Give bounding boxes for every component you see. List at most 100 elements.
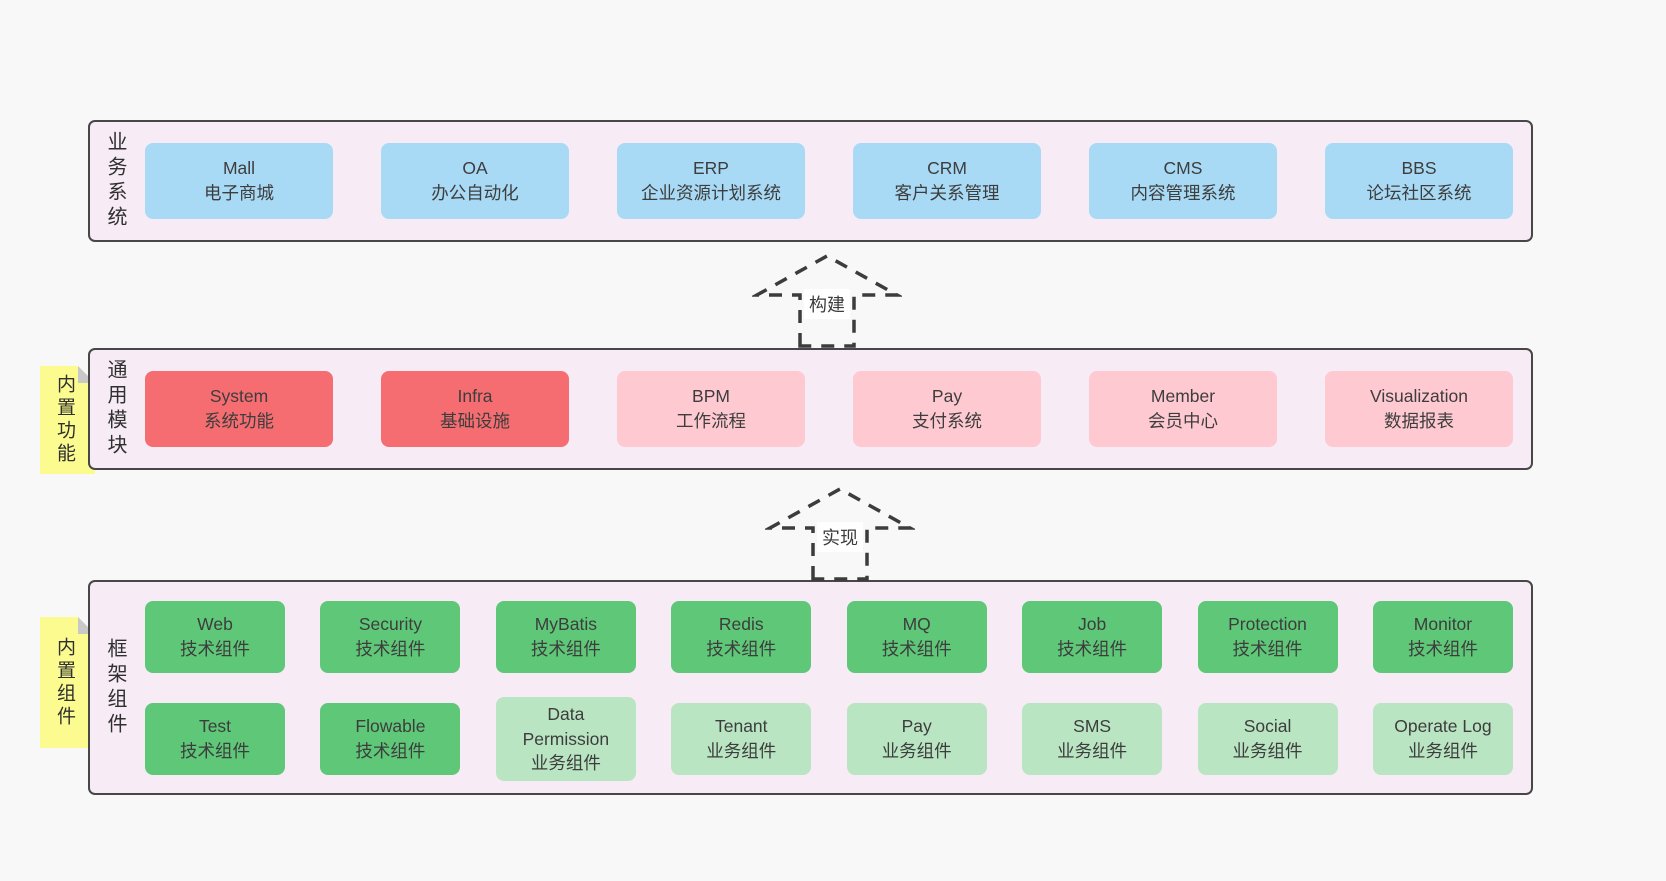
box-subtitle: 工作流程 [676,411,746,431]
box-title: Redis [718,614,764,635]
box-title: Pay [931,386,963,407]
components-row-2: Test 技术组件 Flowable 技术组件 Data Permission … [145,696,1513,782]
box-subtitle: 内容管理系统 [1130,183,1236,203]
implement-arrow-label: 实现 [817,522,863,552]
module-box: BPM 工作流程 [617,371,805,447]
sticky-note-label: 内置功能 [54,374,75,466]
component-box: Monitor 技术组件 [1372,601,1513,673]
component-box: MQ 技术组件 [846,601,987,673]
component-box: MyBatis 技术组件 [495,601,636,673]
box-subtitle: 技术组件 [1407,639,1478,659]
system-box: OA 办公自动化 [381,143,569,219]
component-box: Security 技术组件 [320,601,461,673]
component-box: Flowable 技术组件 [320,703,461,775]
module-box: Infra 基础设施 [381,371,569,447]
component-box: SMS 业务组件 [1022,703,1163,775]
module-box: Member 会员中心 [1089,371,1277,447]
components-row-1: Web 技术组件 Security 技术组件 MyBatis 技术组件 Redi… [145,600,1513,674]
build-arrow-label: 构建 [804,289,850,319]
panel-label-components: 框架组件 [104,637,126,738]
box-title: Protection [1228,614,1307,635]
system-box: Mall 电子商城 [145,143,333,219]
module-box: Visualization 数据报表 [1325,371,1513,447]
component-box: Social 业务组件 [1197,703,1338,775]
system-box: ERP 企业资源计划系统 [617,143,805,219]
box-subtitle: 业务组件 [530,753,601,774]
box-title: Web [197,614,233,635]
box-subtitle: 技术组件 [530,639,601,659]
business-boxes-row: Mall 电子商城 OA 办公自动化 ERP 企业资源计划系统 CRM 客户关系… [145,143,1513,219]
box-subtitle: 电子商城 [204,183,274,203]
component-box: Pay 业务组件 [846,703,987,775]
box-title: BPM [692,386,730,407]
box-title: BBS [1401,158,1437,179]
box-title: Member [1150,386,1216,407]
box-title: OA [462,158,488,179]
panel-label-modules: 通用模块 [104,359,126,459]
box-subtitle: 技术组件 [1232,639,1303,659]
box-title: Infra [457,386,493,407]
system-box: BBS 论坛社区系统 [1325,143,1513,219]
box-subtitle: 基础设施 [440,411,510,431]
sticky-note-label: 内置组件 [54,636,75,729]
box-subtitle: 技术组件 [180,741,250,761]
box-subtitle: 技术组件 [706,639,777,659]
box-title: Visualization [1370,386,1468,407]
box-title: Data Permission [522,703,610,749]
box-subtitle: 办公自动化 [431,183,519,203]
box-title: Mall [222,158,256,179]
box-subtitle: 会员中心 [1148,411,1218,431]
panel-label-business: 业务系统 [104,131,126,231]
implement-arrow: 实现 [765,486,915,581]
module-box: Pay 支付系统 [853,371,1041,447]
component-box: Data Permission 业务组件 [495,696,636,782]
box-subtitle: 业务组件 [706,741,777,761]
up-block-arrow-icon [752,253,902,348]
box-title: Pay [901,716,932,737]
box-subtitle: 业务组件 [1057,741,1128,761]
box-subtitle: 数据报表 [1384,411,1454,431]
box-subtitle: 客户关系管理 [894,183,1000,203]
box-subtitle: 系统功能 [204,411,274,431]
box-subtitle: 企业资源计划系统 [641,183,781,203]
box-subtitle: 技术组件 [1057,639,1128,659]
system-box: CMS 内容管理系统 [1089,143,1277,219]
component-box: Job 技术组件 [1022,601,1163,673]
system-box: CRM 客户关系管理 [853,143,1041,219]
framework-components-panel: 框架组件 Web 技术组件 Security 技术组件 MyBatis 技术组件 [88,580,1533,795]
box-title: MQ [902,614,931,635]
box-title: Social [1243,716,1292,737]
business-systems-panel: 业务系统 Mall 电子商城 OA 办公自动化 ERP 企业资源计划系统 [88,120,1533,242]
component-box: Tenant 业务组件 [671,703,812,775]
box-subtitle: 业务组件 [1407,741,1478,761]
build-arrow: 构建 [752,253,902,348]
modules-boxes-row: System 系统功能 Infra 基础设施 BPM 工作流程 Pay 支付系统 [145,371,1513,447]
box-title: Test [198,716,232,737]
box-title: Tenant [714,716,768,737]
box-title: System [209,386,269,407]
sticky-note-builtin-features: 内置功能 [40,366,95,474]
component-box: Test 技术组件 [145,703,285,775]
component-box: Web 技术组件 [145,601,285,673]
common-modules-panel: 通用模块 System 系统功能 Infra 基础设施 BPM 工作流程 [88,348,1533,470]
box-title: Monitor [1413,614,1473,635]
box-title: Job [1078,614,1107,635]
box-subtitle: 支付系统 [912,411,982,431]
box-subtitle: 技术组件 [355,639,426,659]
box-subtitle: 技术组件 [881,639,952,659]
box-subtitle: 技术组件 [180,639,250,659]
sticky-note-builtin-components: 内置组件 [40,617,95,748]
box-subtitle: 论坛社区系统 [1366,183,1472,203]
box-subtitle: 技术组件 [355,741,426,761]
component-box: Operate Log 业务组件 [1372,703,1513,775]
box-subtitle: 业务组件 [1232,741,1303,761]
box-title: Operate Log [1394,716,1492,737]
box-title: Flowable [355,716,426,737]
component-box: Protection 技术组件 [1197,601,1338,673]
component-box: Redis 技术组件 [671,601,812,673]
up-block-arrow-icon [765,486,915,581]
box-title: Security [358,614,423,635]
box-subtitle: 业务组件 [881,741,952,761]
box-title: CRM [927,158,967,179]
